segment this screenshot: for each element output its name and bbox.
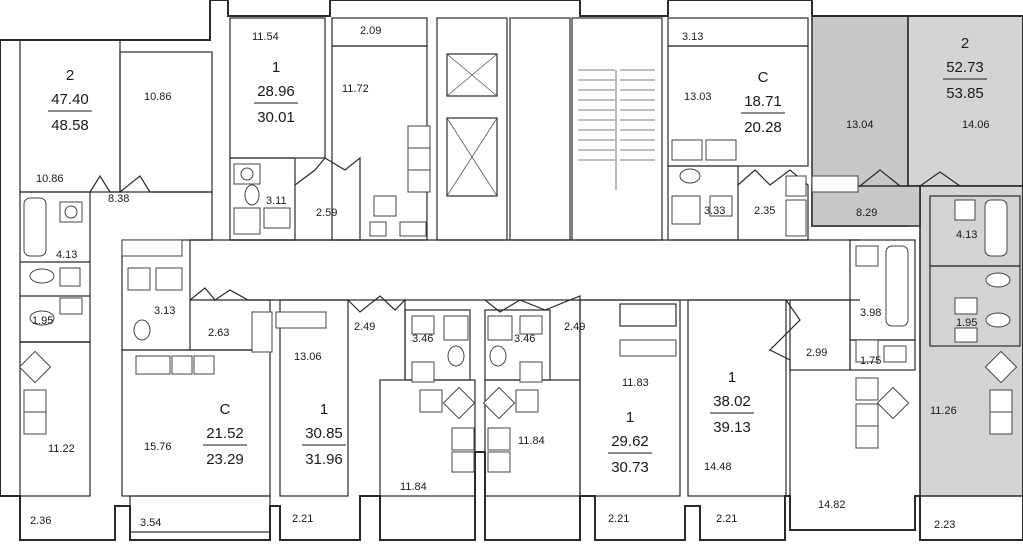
room-area: 15.76	[144, 441, 172, 453]
unit-label-u5: C 21.52 23.29	[203, 401, 247, 468]
room-area: 1.75	[860, 355, 881, 367]
room-area: 10.86	[36, 173, 64, 185]
room-area: 3.46	[412, 333, 433, 345]
room-area: 3.33	[704, 205, 725, 217]
unit-rooms: 1	[272, 59, 280, 76]
room-area: 11.22	[48, 443, 75, 455]
room-area: 14.48	[704, 461, 732, 473]
fixtures	[18, 125, 1018, 473]
room-area: 8.38	[108, 193, 129, 205]
unit-living-area: 52.73	[946, 59, 984, 76]
room-area: 1.95	[32, 315, 53, 327]
room-area: 2.21	[608, 513, 629, 525]
room-area: 2.21	[292, 513, 313, 525]
room-area: 8.29	[856, 207, 877, 219]
unit-total-area: 20.28	[744, 119, 782, 136]
unit-label-u1: 2 47.40 48.58	[48, 67, 92, 134]
room-area: 2.49	[564, 321, 585, 333]
room-area: 2.35	[754, 205, 775, 217]
room-area: 11.84	[400, 481, 427, 493]
room-area: 2.63	[208, 327, 229, 339]
room-area: 13.04	[846, 119, 874, 131]
room-area: 2.49	[354, 321, 375, 333]
room-area: 3.98	[860, 307, 881, 319]
room-area: 14.06	[962, 119, 990, 131]
room-area: 2.36	[30, 515, 51, 527]
room-area: 3.13	[154, 305, 175, 317]
room-area: 11.72	[342, 83, 369, 95]
unit-total-area: 53.85	[946, 85, 984, 102]
room-area: 2.09	[360, 25, 381, 37]
room-area: 13.06	[294, 351, 322, 363]
unit-rooms: 2	[961, 35, 969, 52]
room-area: 2.23	[934, 519, 955, 531]
room-area: 10.86	[144, 91, 172, 103]
room-area: 11.83	[622, 377, 649, 389]
unit-rooms: 1	[320, 401, 328, 418]
room-area: 3.11	[266, 195, 287, 207]
room-area: 1.95	[956, 317, 977, 329]
unit-rooms: 1	[626, 409, 634, 426]
room-area: 2.21	[716, 513, 737, 525]
unit-label-u8: 1 38.02 39.13	[710, 369, 754, 436]
unit-total-area: 31.96	[305, 451, 343, 468]
unit-total-area: 23.29	[206, 451, 244, 468]
unit-total-area: 30.73	[611, 459, 649, 476]
unit-total-area: 30.01	[257, 109, 295, 126]
unit-label-u2: 1 28.96 30.01	[254, 59, 298, 126]
unit-living-area: 38.02	[713, 393, 751, 410]
room-area: 3.54	[140, 517, 161, 529]
room-area: 11.84	[518, 435, 545, 447]
unit-rooms: C	[758, 69, 769, 86]
unit-label-u3: C 18.71 20.28	[741, 69, 785, 136]
unit-label-u7: 1 29.62 30.73	[608, 409, 652, 476]
unit-living-area: 29.62	[611, 433, 649, 450]
unit-living-area: 47.40	[51, 91, 89, 108]
unit-living-area: 18.71	[744, 93, 782, 110]
unit-total-area: 39.13	[713, 419, 751, 436]
unit-rooms: 1	[728, 369, 736, 386]
room-area: 13.03	[684, 91, 712, 103]
room-area: 3.46	[514, 333, 535, 345]
room-area: 4.13	[956, 229, 977, 241]
unit-living-area: 28.96	[257, 83, 295, 100]
unit-rooms: 2	[66, 67, 74, 84]
room-area: 14.82	[818, 499, 846, 511]
room-area: 3.13	[682, 31, 703, 43]
unit-living-area: 30.85	[305, 425, 343, 442]
room-area-labels: 11.54 2.09 3.13 10.86 11.72 13.03 13.04 …	[30, 25, 990, 531]
apartment-labels: 2 47.40 48.58 1 28.96 30.01 C 18.71 20.2…	[48, 35, 987, 476]
room-area: 2.59	[316, 207, 337, 219]
room-area: 11.26	[930, 405, 957, 417]
room-area: 11.54	[252, 31, 279, 43]
interior-walls	[19, 16, 1023, 533]
room-area: 4.13	[56, 249, 77, 261]
unit-total-area: 48.58	[51, 117, 89, 134]
unit-label-u4: 2 52.73 53.85	[943, 35, 987, 102]
unit-living-area: 21.52	[206, 425, 244, 442]
room-area: 2.99	[806, 347, 827, 359]
unit-rooms: C	[220, 401, 231, 418]
unit-label-u6: 1 30.85 31.96	[302, 401, 346, 468]
stair-treads	[578, 69, 655, 190]
